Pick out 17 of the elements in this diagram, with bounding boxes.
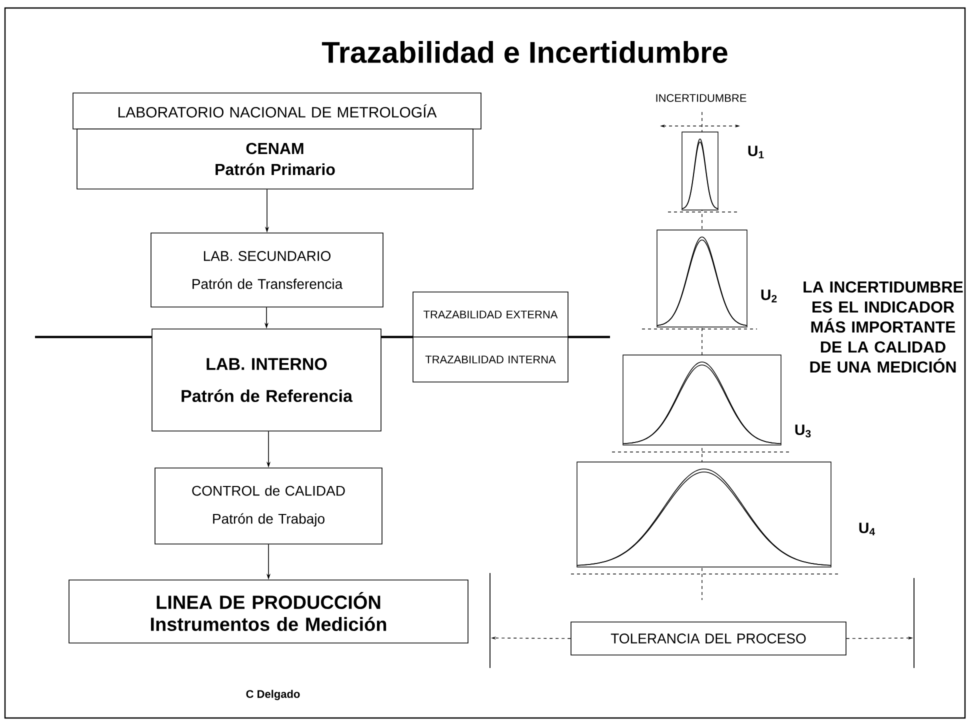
label: C Delgado xyxy=(246,690,300,700)
process-box: LABORATORIO NACIONAL DE METROLOGÍA xyxy=(72,92,482,130)
process-box: LINEA DE PRODUCCIÓN Instrumentos de Medición xyxy=(68,580,468,644)
label: U$_{4}$ xyxy=(859,522,876,536)
label: LA INCERTIDUMBRE ES EL INDICADOR MÁS IMPORTANTE DE LA CALIDAD DE UNA MEDICIÓN xyxy=(804,281,963,373)
label: U$_{1}$ xyxy=(748,146,764,158)
process-box: CENAM Patrón Primario xyxy=(76,128,474,190)
process-box: CONTROL de CALIDAD Patrón de Trabajo xyxy=(154,468,382,544)
label: INCERTIDUMBRE xyxy=(656,94,746,102)
process-box: TRAZABILIDAD EXTERNA xyxy=(412,292,568,338)
process-box: TRAZABILIDAD INTERNA xyxy=(412,336,568,382)
label: U$_{2}$ xyxy=(761,290,777,302)
label: U$_{3}$ xyxy=(795,424,811,438)
process-box: TOLERANCIA DEL PROCESO xyxy=(570,622,846,656)
process-box: LAB. INTERNO Patrón de Referencia xyxy=(152,328,382,432)
title: Trazabilidad e Incertidumbre xyxy=(322,40,728,64)
process-box: LAB. SECUNDARIO Patrón de Transferencia xyxy=(150,232,384,308)
